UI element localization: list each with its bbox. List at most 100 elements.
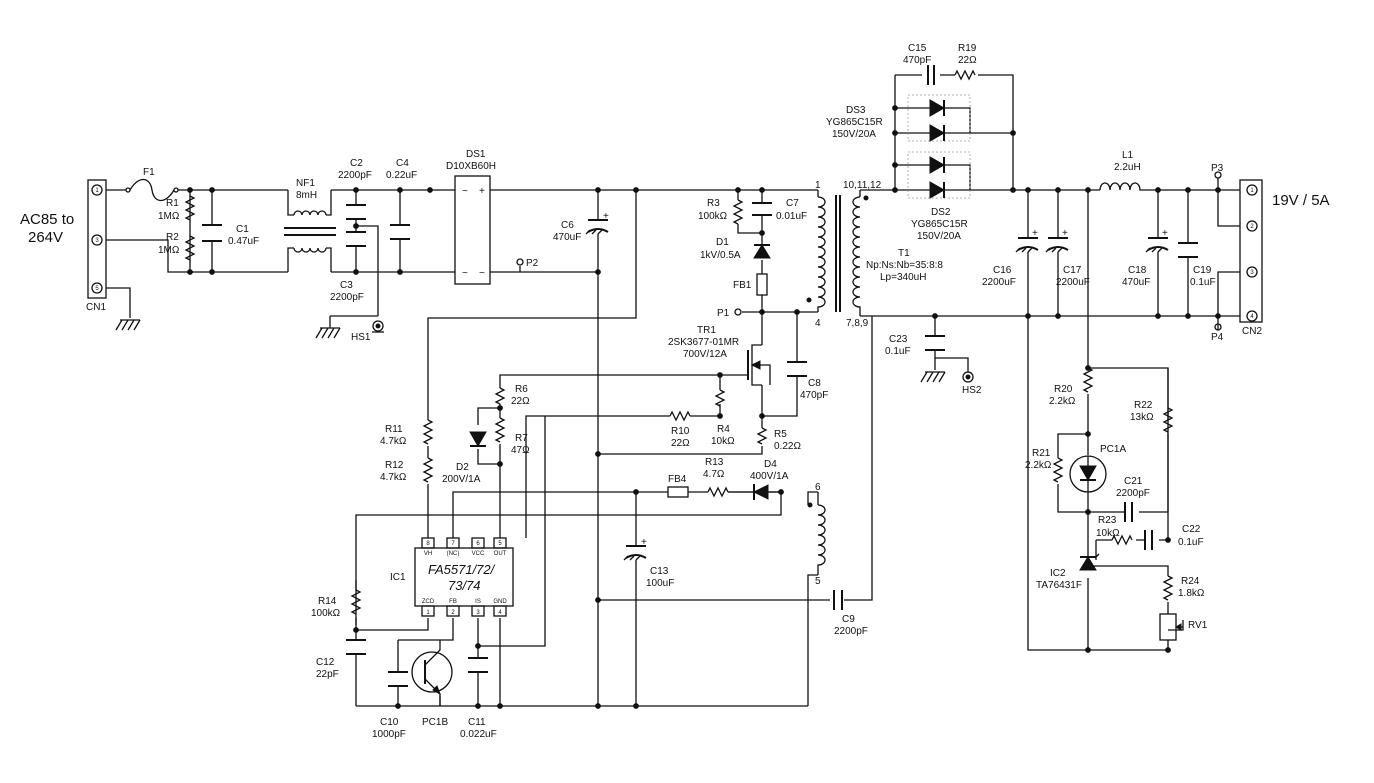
junctions: [187, 105, 1221, 709]
tr1-part: 2SK3677-01MR: [668, 337, 739, 348]
pc1a-label: PC1A: [1100, 444, 1126, 455]
ic1-peripherals: [346, 580, 488, 687]
t1-pin6: 6: [815, 482, 821, 493]
cn2-pin-3: 3: [1250, 270, 1254, 276]
hs1-label: HS1: [351, 332, 371, 343]
ic1-pin4: 4: [498, 610, 502, 616]
capacitor-c6: +: [585, 211, 609, 235]
t1-pins-top: 10,11,12: [843, 180, 882, 191]
fb4-label: FB4: [668, 474, 687, 485]
r21-value: 2.2kΩ: [1025, 460, 1052, 471]
c19-label: C19: [1193, 265, 1212, 276]
ic2-part: TA76431F: [1036, 580, 1082, 591]
c10-value: 1000pF: [372, 729, 406, 740]
ds1-ac2: ~: [462, 268, 468, 279]
tr1-label: TR1: [697, 325, 716, 336]
diodes-ds2-ds3: [907, 94, 971, 199]
ic1-pin-vh: VH: [424, 551, 432, 557]
ic1-pin2: 2: [451, 610, 455, 616]
c1-value: 0.47uF: [228, 236, 259, 247]
ds1-label: DS1: [466, 149, 486, 160]
fb1-label: FB1: [733, 280, 752, 291]
ds1-ac1: ~: [462, 186, 468, 197]
r3-label: R3: [707, 198, 720, 209]
nf1-label: NF1: [296, 178, 315, 189]
c15-label: C15: [908, 43, 927, 54]
ds2-label: DS2: [931, 207, 951, 218]
r22-value: 13kΩ: [1130, 412, 1154, 423]
input-voltage-line2: 264V: [28, 229, 63, 246]
t1-pin5: 5: [815, 576, 821, 587]
c18-label: C18: [1128, 265, 1147, 276]
c18-plus: +: [1162, 228, 1168, 239]
c13-label: C13: [650, 566, 669, 577]
bridge-ds1: ~ ~ + −: [454, 175, 491, 285]
ground-icons: [115, 319, 974, 383]
t1-pin4: 4: [815, 318, 821, 329]
r24-label: R24: [1181, 576, 1200, 587]
tr1-value: 700V/12A: [683, 349, 727, 360]
d1-label: D1: [716, 237, 729, 248]
c15-value: 470pF: [903, 55, 931, 66]
r3-value: 100kΩ: [698, 211, 728, 222]
pc1b-label: PC1B: [422, 717, 448, 728]
r2-label: R2: [166, 232, 179, 243]
ic1-part2: 73/74: [448, 578, 481, 593]
c7-value: 0.01uF: [776, 211, 807, 222]
ic1-pin8: 8: [426, 541, 430, 547]
r19-value: 22Ω: [958, 55, 977, 66]
ds3-part: YG865C15R: [826, 117, 883, 128]
capacitor-c1: [202, 224, 222, 242]
d4-value: 400V/1A: [750, 471, 789, 482]
cn2-pin-1: 1: [1250, 188, 1254, 194]
resistor-r1-r2: [184, 195, 196, 261]
ds1-plus: +: [479, 186, 485, 197]
c17-plus: +: [1062, 228, 1068, 239]
r23-label: R23: [1098, 515, 1117, 526]
r4-value: 10kΩ: [711, 436, 735, 447]
input-voltage-line1: AC85 to: [20, 211, 74, 228]
ic1-pin3: 3: [476, 610, 480, 616]
c19-value: 0.1uF: [1190, 277, 1216, 288]
r5-label: R5: [774, 429, 787, 440]
ds2-value: 150V/20A: [917, 231, 961, 242]
c4-value: 0.22uF: [386, 170, 417, 181]
r11-label: R11: [385, 424, 403, 435]
r14-value: 100kΩ: [311, 608, 341, 619]
cn2-pin-2: 2: [1250, 224, 1254, 230]
p1-label: P1: [717, 308, 730, 319]
r7-label: R7: [515, 433, 528, 444]
c6-plus: +: [603, 211, 609, 222]
c2-label: C2: [350, 158, 363, 169]
resistors-gate: [494, 387, 768, 445]
output-capacitors: + + +: [925, 228, 1198, 351]
r20-label: R20: [1054, 384, 1073, 395]
r5-value: 0.22Ω: [774, 441, 801, 452]
r12-value: 4.7kΩ: [380, 472, 407, 483]
ic1-pin6: 6: [476, 541, 480, 547]
c9-label: C9: [842, 614, 855, 625]
ic1-pin7: 7: [451, 541, 455, 547]
nf1-value: 8mH: [296, 190, 317, 201]
ic2-label: IC2: [1050, 568, 1066, 579]
l1-value: 2.2uH: [1114, 162, 1141, 173]
r11-value: 4.7kΩ: [380, 436, 407, 447]
t1-ratio: Np:Ns:Nb=35:8:8: [866, 260, 943, 271]
l1-label: L1: [1122, 150, 1134, 161]
r24-value: 1.8kΩ: [1178, 588, 1205, 599]
cn2-label: CN2: [1242, 326, 1262, 337]
ic1-pin-zcd: ZCD: [422, 599, 435, 605]
ic1-pin-gnd: GND: [493, 599, 507, 605]
ds3-value: 150V/20A: [832, 129, 876, 140]
c8-value: 470pF: [800, 390, 828, 401]
ds3-label: DS3: [846, 105, 866, 116]
r10-label: R10: [671, 426, 690, 437]
ic1-controller: 8 7 6 5 VH (NC) VCC OUT ZCD FB IS GND 1 …: [414, 537, 514, 617]
r2-value: 1MΩ: [158, 245, 180, 256]
c3-value: 2200pF: [330, 292, 364, 303]
cn1-label: CN1: [86, 302, 106, 313]
ic1-part: FA5571/72/: [428, 562, 496, 577]
resistors-r11-r12: [422, 419, 434, 483]
